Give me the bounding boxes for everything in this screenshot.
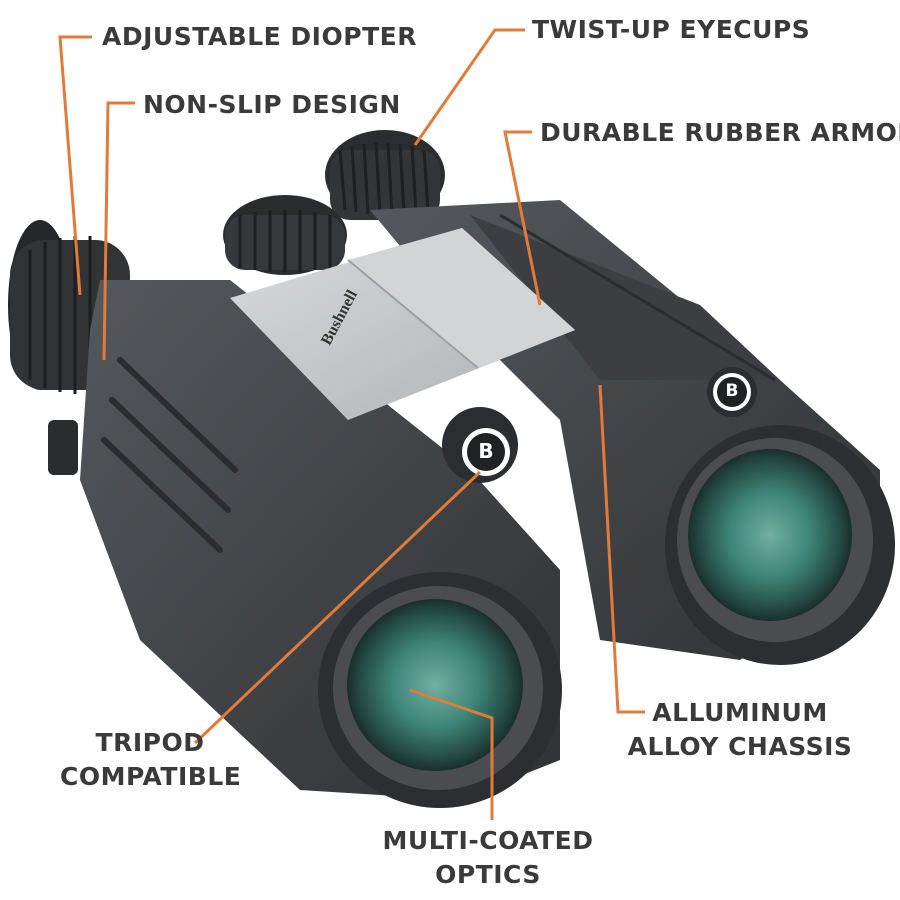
- badge-logo: B: [725, 381, 739, 401]
- bridge-plate: [230, 228, 575, 420]
- callout-adjustable-diopter: [58, 35, 92, 296]
- callout-tripod: [193, 470, 482, 745]
- label-aluminum-line2: ALLOY CHASSIS: [627, 732, 853, 761]
- callout-lines: [58, 28, 645, 820]
- label-adjustable-diopter: ADJUSTABLE DIOPTER: [102, 22, 417, 51]
- callout-optics: [409, 688, 494, 820]
- callout-non-slip: [102, 101, 135, 361]
- callout-twist-up: [413, 28, 525, 146]
- label-optics-line1: MULTI-COATED: [382, 826, 594, 855]
- left-objective-lens: [318, 572, 562, 808]
- label-optics-line2: OPTICS: [435, 860, 541, 889]
- label-tripod-line1: TRIPOD: [95, 728, 205, 757]
- left-eyecup: [8, 220, 130, 394]
- barrel-logo-badge: [707, 367, 757, 417]
- label-aluminum-line1: ALLUMINUM: [652, 698, 828, 727]
- callout-rubber-armor: [503, 130, 542, 306]
- label-multi-coated-optics: MULTI-COATED OPTICS: [378, 824, 598, 892]
- label-durable-rubber-armor: DURABLE RUBBER ARMOR: [540, 118, 900, 147]
- center-knob: [442, 407, 518, 483]
- label-tripod-line2: COMPATIBLE: [60, 762, 242, 791]
- focus-wheel: [223, 195, 347, 275]
- label-twist-up-eyecups: TWIST-UP EYECUPS: [532, 15, 811, 44]
- callout-aluminum: [598, 384, 645, 714]
- right-objective-lens: [665, 425, 895, 665]
- label-non-slip-design: NON-SLIP DESIGN: [143, 90, 401, 119]
- right-eyecup: [325, 130, 445, 220]
- label-aluminum-alloy-chassis: ALLUMINUM ALLOY CHASSIS: [620, 696, 860, 764]
- center-knob-logo: B: [478, 439, 494, 463]
- label-tripod-compatible: TRIPOD COMPATIBLE: [60, 726, 242, 794]
